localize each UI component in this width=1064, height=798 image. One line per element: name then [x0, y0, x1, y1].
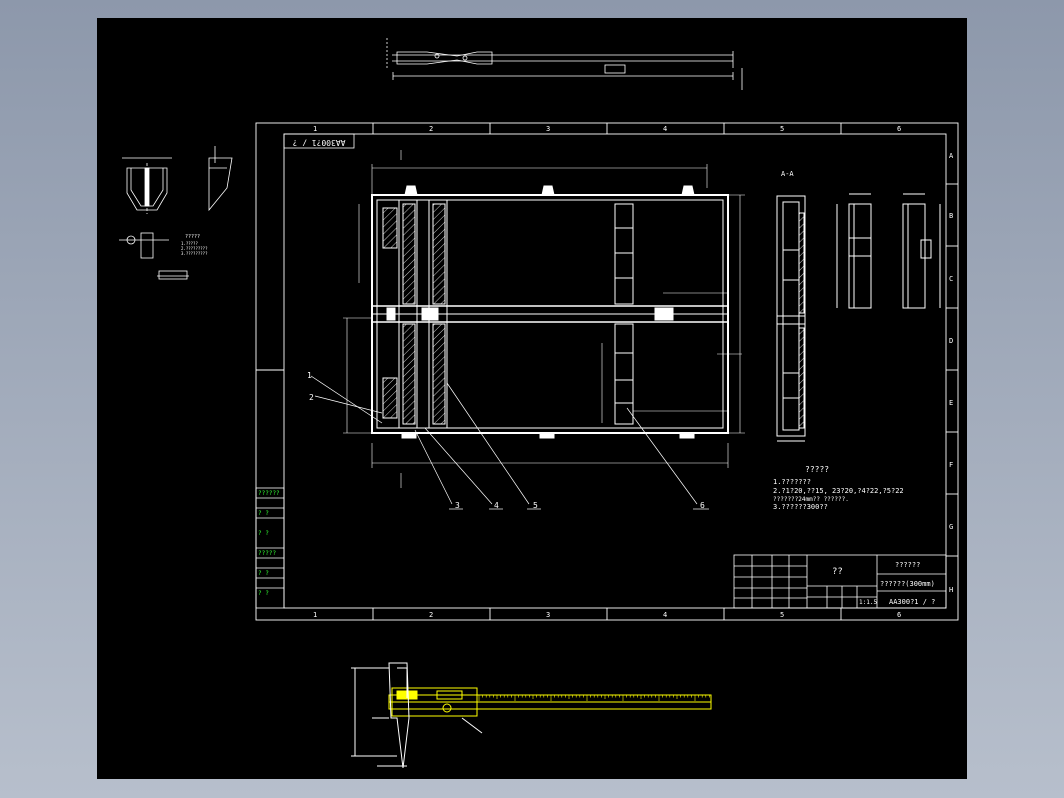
- detail-note-2: 2.?????????: [181, 246, 208, 251]
- rev-label: ? ?: [258, 510, 269, 517]
- drawing-number: AA300?1 / ?: [889, 598, 935, 606]
- rev-label: ?????: [258, 550, 276, 557]
- callout-4: 4: [494, 501, 499, 510]
- border-frame: [255, 122, 959, 621]
- detail-view: [119, 146, 233, 280]
- technical-notes: ????? 1.??????? 2.?1?20,??15, 23?20,?4?2…: [773, 465, 904, 511]
- col-num-top: 5: [780, 125, 784, 133]
- callout-1: 1: [307, 371, 312, 380]
- detail-note-1: 1.?????: [181, 241, 198, 246]
- notes-title: ?????: [805, 465, 829, 474]
- row-letter: H: [949, 586, 953, 594]
- row-letter: D: [949, 337, 953, 345]
- detail-note-3: 3.?????????: [181, 251, 208, 256]
- side-view-2: [902, 193, 941, 309]
- drawing-spec: ??????(300mm): [880, 580, 935, 588]
- revision-column: [255, 487, 285, 609]
- row-letter: G: [949, 523, 953, 531]
- side-view-1: [836, 193, 872, 309]
- note-line-1: 1.???????: [773, 478, 811, 486]
- callout-5: 5: [533, 501, 538, 510]
- drawing-scale: 1:1.5: [859, 599, 877, 606]
- col-num-bottom: 2: [429, 611, 433, 619]
- caliper-scale-ticks: [478, 695, 710, 701]
- cad-drawing: ????? 1.????? 2.????????? 3.????????? 1 …: [119, 38, 959, 769]
- col-num-bottom: 4: [663, 611, 667, 619]
- row-letter: B: [949, 212, 953, 220]
- caliper-drawing: [388, 687, 712, 717]
- row-letter: A: [949, 152, 954, 160]
- callout-leaders: [310, 375, 698, 505]
- section-aa: [776, 195, 806, 442]
- callout-6: 6: [700, 501, 705, 510]
- row-letter: E: [949, 399, 953, 407]
- col-num-top: 3: [546, 125, 550, 133]
- column-numbers-top: 1 2 3 4 5 6: [313, 125, 901, 133]
- title-block-text: ?? ?????? ??????(300mm) AA300?1 / ? 1:1.…: [832, 561, 935, 606]
- col-num-top: 6: [897, 125, 901, 133]
- top-blade-view: [386, 38, 743, 90]
- row-letters: A B C D E F G H: [949, 152, 954, 594]
- drawing-sheet: ????? 1.????? 2.????????? 3.????????? 1 …: [97, 18, 967, 779]
- drawing-name: ??????: [895, 561, 920, 569]
- row-letter: F: [949, 461, 953, 469]
- col-num-top: 1: [313, 125, 317, 133]
- col-num-bottom: 6: [897, 611, 901, 619]
- row-letter: C: [949, 275, 953, 283]
- col-num-top: 2: [429, 125, 433, 133]
- rev-label: ??????: [258, 490, 280, 497]
- note-line-3: ???????24mm?? ??????.: [773, 496, 849, 503]
- column-numbers-bottom: 1 2 3 4 5 6: [313, 611, 901, 619]
- revision-labels: ?????? ? ? ? ? ????? ? ? ? ?: [258, 490, 280, 597]
- rev-label: ? ?: [258, 570, 269, 577]
- callout-2: 2: [309, 393, 314, 402]
- caliper-jaw: [351, 662, 483, 769]
- rev-label: ? ?: [258, 590, 269, 597]
- col-num-bottom: 3: [546, 611, 550, 619]
- title-block: [733, 554, 947, 609]
- note-line-2: 2.?1?20,??15, 23?20,?4?22,?5?22: [773, 487, 904, 495]
- note-line-4: 3.??????300??: [773, 503, 828, 511]
- col-num-bottom: 1: [313, 611, 317, 619]
- main-front-view: [371, 185, 729, 439]
- detail-note-title: ?????: [185, 234, 200, 240]
- col-num-bottom: 5: [780, 611, 784, 619]
- drawing-number-rotated: AA300?1 / ?: [283, 133, 355, 149]
- title-center: ??: [832, 567, 843, 577]
- col-num-top: 4: [663, 125, 667, 133]
- rev-label: ? ?: [258, 530, 269, 537]
- rotated-title: AA300?1 / ?: [292, 138, 345, 147]
- detail-notes: ????? 1.????? 2.????????? 3.?????????: [181, 234, 208, 256]
- callout-3: 3: [455, 501, 460, 510]
- section-label: A-A: [781, 170, 794, 178]
- callout-numbers: 1 2 3 4 5 6: [307, 371, 709, 510]
